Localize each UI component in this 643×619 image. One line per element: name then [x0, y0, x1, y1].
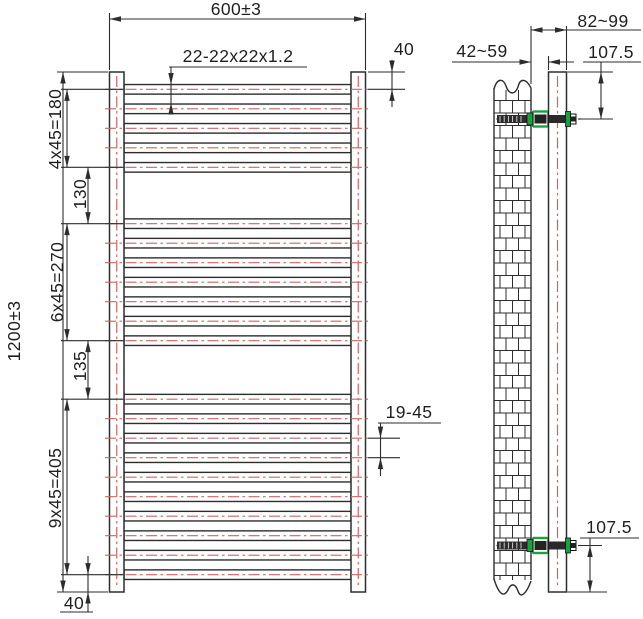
dim-gap2-label: 135	[70, 351, 90, 381]
bracket-shaft	[548, 115, 567, 123]
tube-centerlines	[105, 76, 371, 588]
dim-bottom-offset-label: 40	[64, 593, 84, 613]
dim-group2-pitch-label: 6x45=270	[47, 242, 67, 323]
anchor-collar	[526, 539, 534, 552]
dim-group3-pitch-label: 9x45=405	[45, 448, 65, 529]
side-view: 82~99 42~59 107.5 107.5	[452, 11, 641, 596]
dim-bottom-bracket-label: 107.5	[586, 517, 632, 537]
radiator-tubes	[123, 83, 352, 581]
dim-bracket-range-label: 19-45	[386, 402, 433, 422]
dim-width-label: 600±3	[211, 0, 262, 19]
dim-gap1-label: 130	[70, 179, 90, 209]
dim-wall-outer-label: 82~99	[577, 11, 628, 31]
seal-ring	[565, 537, 571, 554]
dim-group1-pitch-label: 4x45=180	[45, 89, 65, 170]
wall-break-bottom	[493, 578, 532, 596]
wall-break-top	[493, 79, 532, 94]
dim-wall-inner-label: 42~59	[456, 41, 507, 61]
tube-spec-label: 22-22x22x1.2	[183, 46, 294, 66]
bracket-shaft	[548, 541, 567, 550]
dim-height-label: 1200±3	[4, 301, 24, 362]
brick-wall	[493, 79, 532, 596]
wall-mount-brackets	[496, 110, 581, 555]
dim-top-bracket-label: 107.5	[588, 42, 634, 62]
front-view: 600±3 22-22x22x1.2 40 1200±3 4x45=180 13…	[4, 0, 441, 613]
seal-ring	[565, 111, 571, 127]
front-dimension-lines	[57, 13, 441, 613]
side-dimension-lines	[452, 26, 641, 593]
side-rail	[547, 71, 568, 593]
anchor-collar	[526, 112, 534, 126]
dim-top-offset-label: 40	[394, 39, 414, 59]
